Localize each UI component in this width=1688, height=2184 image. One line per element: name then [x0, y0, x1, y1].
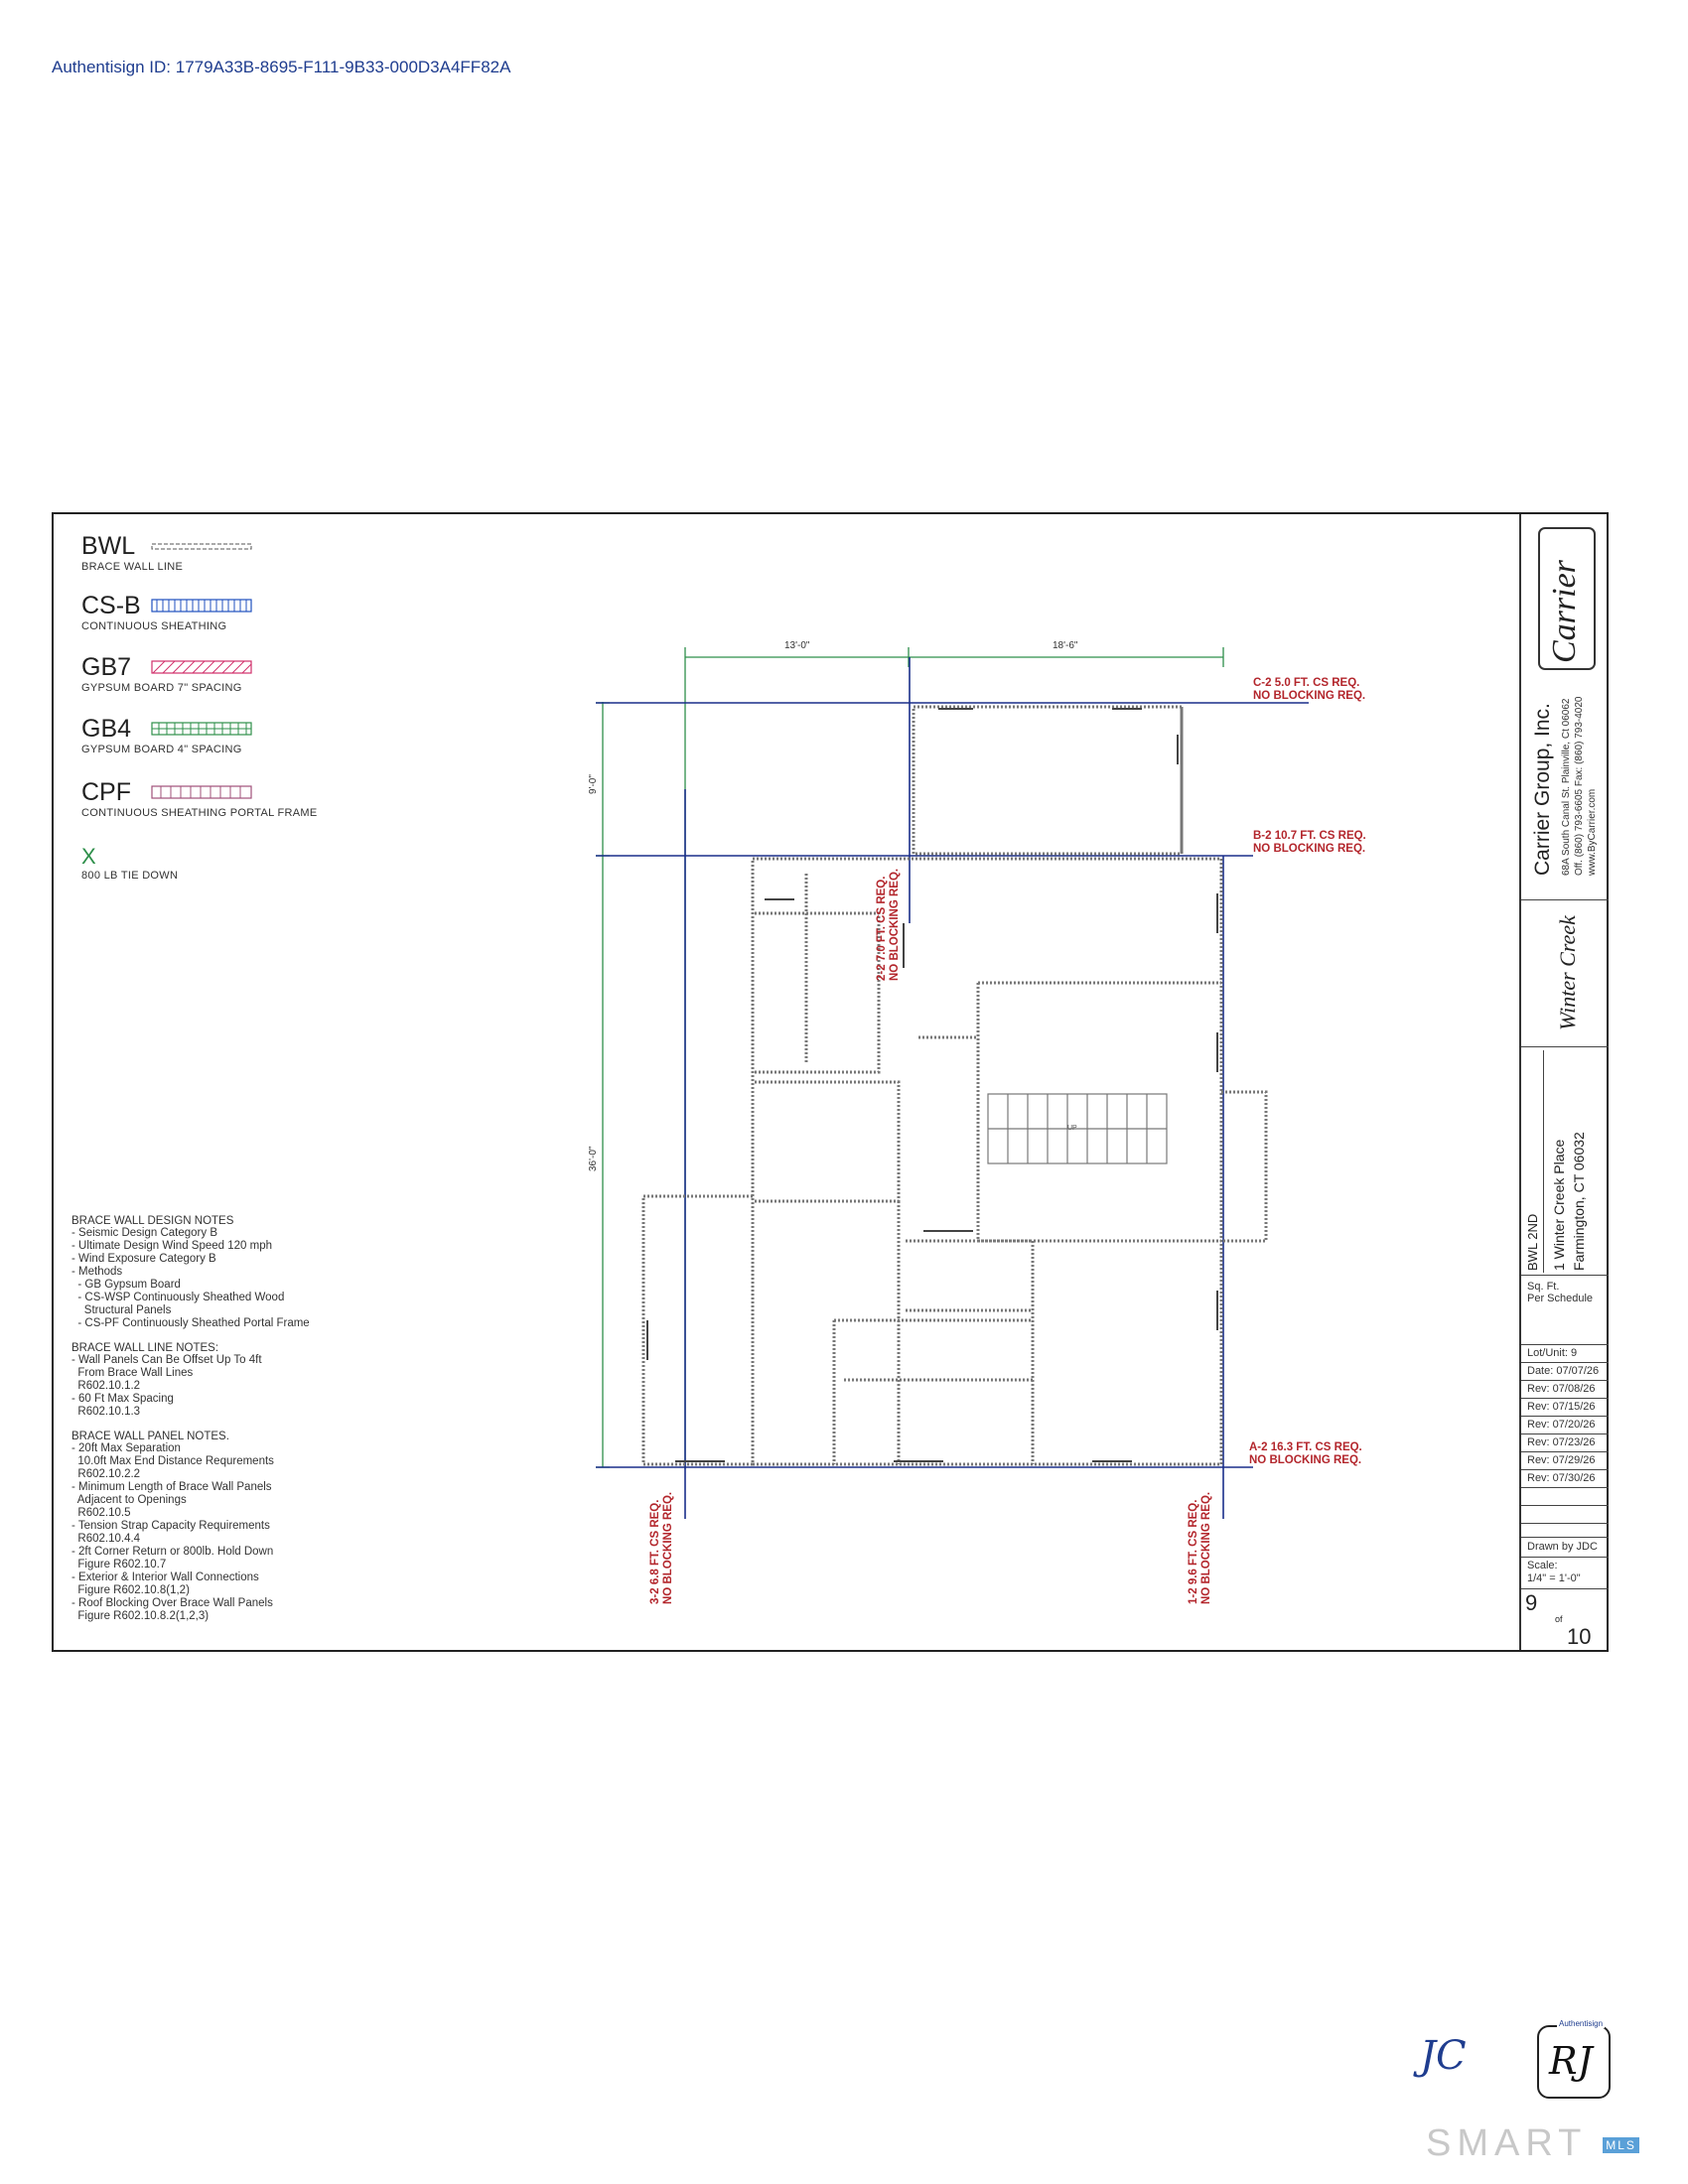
brace-note-22: 2-2 7.0 FT. CS REQ. NO BLOCKING REQ.: [876, 869, 902, 981]
drawn-by: Drawn by JDC: [1527, 1541, 1598, 1553]
legend-item-tiedown: X 800 LB TIE DOWN: [81, 844, 179, 883]
brace-note-a2: A-2 16.3 FT. CS REQ. NO BLOCKING REQ.: [1249, 1441, 1362, 1467]
legend-code: X: [81, 844, 96, 869]
sheet-of: of: [1555, 1614, 1563, 1624]
brace-note-line: B-2 10.7 FT. CS REQ.: [1253, 830, 1366, 842]
design-notes-list: - Seismic Design Category B - Ultimate D…: [71, 1227, 310, 1329]
legend-desc: CONTINUOUS SHEATHING PORTAL FRAME: [81, 807, 318, 819]
sqft-label: Sq. Ft.: [1527, 1281, 1560, 1293]
brace-note-line: NO BLOCKING REQ.: [1200, 1491, 1212, 1604]
bwl-swatch: [151, 543, 252, 550]
brace-note-line: C-2 5.0 FT. CS REQ.: [1253, 677, 1360, 689]
scale-value: 1/4" = 1'-0": [1527, 1572, 1581, 1584]
company-address: 68A South Canal St. Plainville, Ct 06062: [1561, 698, 1572, 876]
company-name: Carrier Group, Inc.: [1531, 703, 1554, 876]
legend-desc: GYPSUM BOARD 7" SPACING: [81, 682, 242, 694]
legend-code: CS-B: [81, 592, 141, 619]
panel-marks: [646, 708, 1218, 1462]
stair-label: UP: [1067, 1125, 1077, 1132]
panel-notes-title: BRACE WALL PANEL NOTES.: [71, 1431, 229, 1442]
legend-desc: BRACE WALL LINE: [81, 561, 184, 573]
company-phone: Off. (860) 793-6605 Fax: (860) 793-4020: [1574, 696, 1585, 876]
address-line1: 1 Winter Creek Place: [1551, 1139, 1567, 1271]
legend: BWL BRACE WALL LINE CS-B CONTINUOUS SHEA…: [81, 534, 340, 891]
gb4-swatch: [151, 722, 252, 736]
initials-stamp: Authentisign RJ: [1537, 2019, 1611, 2099]
legend-code: GB7: [81, 653, 132, 681]
brace-note-b2: B-2 10.7 FT. CS REQ. NO BLOCKING REQ.: [1253, 830, 1366, 856]
brace-note-line: 3-2 6.8 FT. CS REQ.: [649, 1499, 661, 1604]
brace-wall-notes: BRACE WALL DESIGN NOTES - Seismic Design…: [71, 1215, 369, 1623]
sqft-value: Per Schedule: [1527, 1293, 1594, 1304]
smart-mls-watermark: SMART MLS: [1426, 2122, 1639, 2165]
sheet-name: BWL 2ND: [1525, 1213, 1540, 1271]
dim-left-main: 36'-0": [588, 1146, 599, 1171]
winter-creek-logo-text: Winter Creek: [1555, 914, 1580, 1030]
brace-note-line: NO BLOCKING REQ.: [662, 1491, 674, 1604]
date-row: Date: 07/07/26: [1527, 1365, 1600, 1377]
rev-row: Rev: 07/20/26: [1527, 1419, 1596, 1431]
watermark-text: SMART: [1426, 2122, 1587, 2164]
dim-left-top: 9'-0": [588, 774, 599, 794]
stamp-label: Authentisign: [1557, 2019, 1606, 2028]
brace-note-12: 1-2 9.6 FT. CS REQ. NO BLOCKING REQ.: [1188, 1492, 1213, 1604]
gb7-swatch: [151, 660, 252, 674]
legend-code: BWL: [81, 532, 136, 560]
panel-notes-list: - 20ft Max Separation 10.0ft Max End Dis…: [71, 1442, 274, 1622]
dim-top-right: 18'-6": [1053, 640, 1078, 651]
dim-top-left: 13'-0": [784, 640, 810, 651]
drawing-sheet: [52, 512, 1609, 1652]
walls: [641, 705, 1268, 1466]
stair: [987, 1093, 1168, 1164]
winter-creek-logo-icon: Winter Creek: [1555, 914, 1580, 1030]
legend-desc: 800 LB TIE DOWN: [81, 870, 179, 882]
carrier-logo-icon: Carrier: [1538, 527, 1596, 670]
scale-label: Scale:: [1527, 1560, 1558, 1571]
rev-row: Rev: 07/29/26: [1527, 1454, 1596, 1466]
brace-note-c2: C-2 5.0 FT. CS REQ. NO BLOCKING REQ.: [1253, 677, 1365, 703]
cpf-swatch: [151, 785, 252, 799]
rev-row: Rev: 07/30/26: [1527, 1472, 1596, 1484]
carrier-logo-text: Carrier: [1546, 559, 1583, 663]
authentisign-id: Authentisign ID: 1779A33B-8695-F111-9B33…: [52, 58, 511, 76]
title-block: Carrier Carrier Group, Inc. 68A South Ca…: [1519, 514, 1609, 1650]
lot-unit: Lot/Unit: 9: [1527, 1347, 1578, 1359]
brace-note-line: NO BLOCKING REQ.: [1253, 843, 1366, 855]
brace-note-line: NO BLOCKING REQ.: [1253, 690, 1366, 702]
legend-item-csb: CS-B CONTINUOUS SHEATHING: [81, 592, 227, 633]
brace-note-line: A-2 16.3 FT. CS REQ.: [1249, 1441, 1362, 1453]
sheet-number: 9: [1525, 1590, 1538, 1615]
brace-note-line: NO BLOCKING REQ.: [1249, 1454, 1362, 1466]
line-notes-list: - Wall Panels Can Be Offset Up To 4ft Fr…: [71, 1354, 262, 1418]
stamp-initials: RJ: [1549, 2039, 1593, 2083]
brace-wall-lines: [596, 657, 1309, 1519]
legend-code: CPF: [81, 778, 131, 806]
legend-code: GB4: [81, 715, 132, 743]
line-notes-title: BRACE WALL LINE NOTES:: [71, 1342, 219, 1354]
mls-badge: MLS: [1603, 2136, 1639, 2153]
company-web: www.ByCarrier.com: [1587, 788, 1598, 876]
brace-note-line: 2-2 7.0 FT. CS REQ.: [876, 876, 888, 981]
legend-desc: GYPSUM BOARD 4" SPACING: [81, 744, 242, 755]
address-line2: Farmington, CT 06032: [1571, 1132, 1587, 1271]
design-notes-title: BRACE WALL DESIGN NOTES: [71, 1215, 234, 1227]
rev-row: Rev: 07/23/26: [1527, 1436, 1596, 1448]
sheet-total: 10: [1567, 1624, 1592, 1649]
brace-note-32: 3-2 6.8 FT. CS REQ. NO BLOCKING REQ.: [649, 1492, 675, 1604]
initials-jc: JC: [1420, 2033, 1467, 2079]
rev-row: Rev: 07/08/26: [1527, 1383, 1596, 1395]
legend-item-cpf: CPF CONTINUOUS SHEATHING PORTAL FRAME: [81, 778, 318, 820]
legend-desc: CONTINUOUS SHEATHING: [81, 620, 227, 632]
rev-row: Rev: 07/15/26: [1527, 1401, 1596, 1413]
brace-note-line: 1-2 9.6 FT. CS REQ.: [1188, 1499, 1199, 1604]
legend-item-bwl: BWL BRACE WALL LINE: [81, 532, 184, 574]
brace-note-line: NO BLOCKING REQ.: [889, 868, 901, 981]
legend-item-gb7: GB7 GYPSUM BOARD 7" SPACING: [81, 653, 242, 695]
csb-swatch: [151, 599, 252, 613]
legend-item-gb4: GB4 GYPSUM BOARD 4" SPACING: [81, 715, 242, 756]
